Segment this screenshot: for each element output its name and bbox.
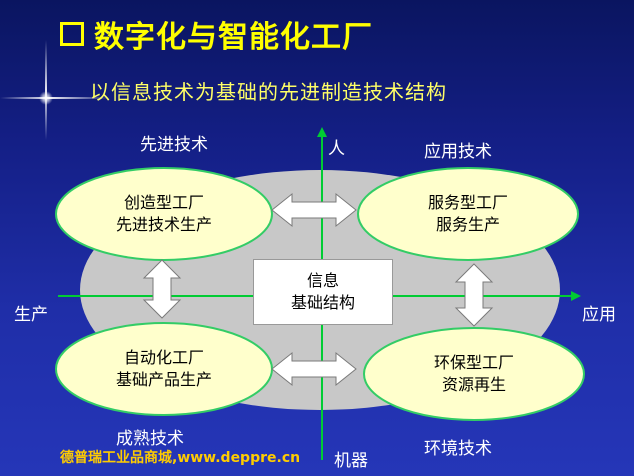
slide-title-text: 数字化与智能化工厂	[94, 20, 373, 55]
node-eco-factory: 环保型工厂 资源再生	[414, 352, 534, 396]
axis-label-left: 生产	[14, 305, 48, 325]
quadrant-label-top-left: 先进技术	[140, 135, 208, 155]
node-oval-service-factory	[357, 167, 579, 261]
node-oval-eco-factory	[363, 327, 585, 421]
node-subtitle: 服务生产	[435, 215, 500, 234]
node-title: 创造型工厂	[123, 193, 204, 212]
footer-watermark[interactable]: 德普瑞工业品商城,www.deppre.cn	[60, 450, 301, 466]
node-service-factory: 服务型工厂 服务生产	[408, 192, 528, 236]
double-arrow-left-icon	[142, 259, 182, 319]
checkbox-bullet-icon	[60, 22, 84, 46]
node-title: 环保型工厂	[433, 353, 514, 372]
double-arrow-top-icon	[271, 192, 357, 228]
axis-label-bottom: 机器	[334, 451, 368, 471]
slide-title: 数字化与智能化工厂	[60, 12, 373, 56]
node-oval-creative-factory	[55, 167, 273, 261]
node-automated-factory: 自动化工厂 基础产品生产	[104, 347, 224, 391]
node-subtitle: 基础产品生产	[115, 370, 212, 389]
node-subtitle: 先进技术生产	[115, 215, 212, 234]
slide-subtitle: 以信息技术为基础的先进制造技术结构	[90, 80, 447, 104]
quadrant-label-bottom-right: 环境技术	[424, 439, 492, 459]
info-box-line1: 信息	[306, 271, 339, 290]
node-title: 服务型工厂	[427, 193, 508, 212]
quadrant-label-top-right: 应用技术	[424, 142, 492, 162]
axis-label-right: 应用	[582, 305, 616, 325]
sparkle-decoration	[45, 40, 47, 140]
node-subtitle: 资源再生	[441, 375, 506, 394]
node-creative-factory: 创造型工厂 先进技术生产	[104, 192, 224, 236]
double-arrow-bottom-icon	[271, 351, 357, 387]
sparkle-decoration	[0, 97, 110, 99]
node-title: 自动化工厂	[123, 348, 204, 367]
double-arrow-right-icon	[454, 263, 494, 327]
quadrant-label-bottom-left: 成熟技术	[116, 429, 184, 449]
info-box-line2: 基础结构	[290, 293, 355, 312]
info-infrastructure-box: 信息 基础结构	[253, 259, 393, 325]
axis-label-top: 人	[328, 139, 345, 159]
sparkle-decoration	[39, 91, 53, 105]
